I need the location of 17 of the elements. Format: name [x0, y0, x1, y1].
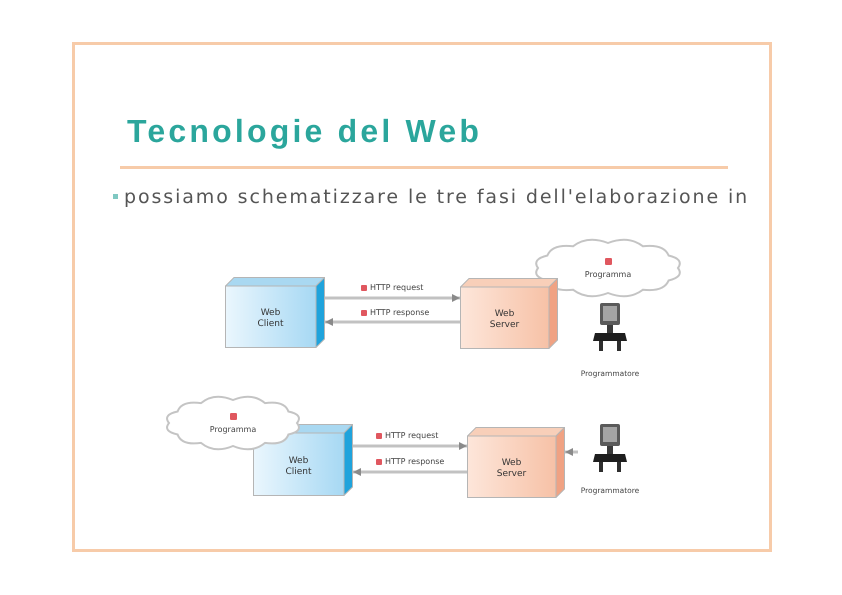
edge-label: HTTP response: [385, 457, 444, 466]
bullet-text: possiamo schematizzare le tre fasi dell'elaborazione in: [124, 186, 750, 208]
edge-label: HTTP request: [385, 431, 438, 440]
arrow: [353, 468, 467, 476]
box-label: Web Client: [284, 456, 313, 478]
slide-title: Tecnologie del Web: [127, 113, 482, 150]
edge-label: HTTP request: [370, 283, 424, 292]
box-label: Web Server: [488, 309, 520, 331]
cloud-label: Programma: [584, 270, 632, 278]
arrow: [353, 442, 467, 450]
arrow: [565, 448, 578, 456]
arrow: [325, 294, 460, 302]
box-label: Web Client: [256, 308, 285, 330]
arrow: [325, 318, 460, 326]
box-label: Web Server: [496, 458, 528, 480]
edge-label: HTTP response: [370, 308, 430, 317]
cloud-label: Programma: [210, 424, 256, 434]
